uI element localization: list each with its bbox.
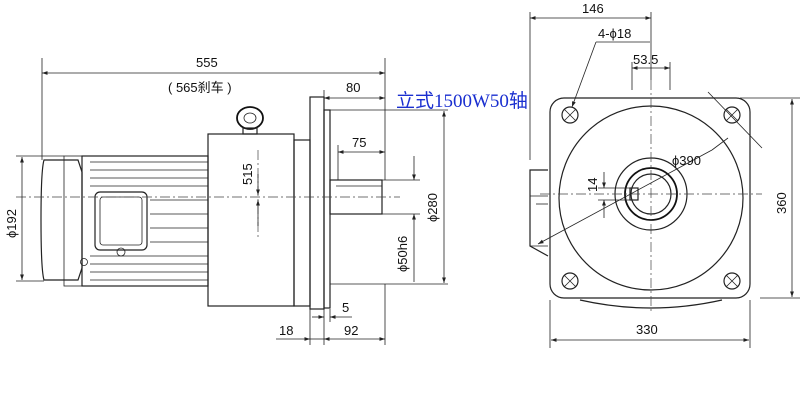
bolt-hole-icon [561,106,579,124]
fan-cover-ring [63,155,83,287]
end-view: ϕ390 146 4-ϕ18 53.5 14 360 330 [529,1,800,348]
side-view: 555 ( 565刹车 ) 80 75 515 ϕ192 ϕ280 ϕ50h6 [4,55,448,345]
flange [293,139,311,307]
bolt-hole-icon [561,272,579,290]
cooling-fins [90,161,208,281]
offset-label: 53.5 [633,52,658,67]
pcd-label: ϕ390 [672,153,701,168]
gearbox-housing [207,133,295,307]
flange-spigot [323,109,331,309]
height-label: 515 [240,163,255,185]
height-label-end: 360 [774,192,789,214]
model-note: 立式1500W50轴 [396,90,528,112]
terminal-box [94,191,148,251]
flange-offset-label: 80 [346,80,360,95]
rear-length-label: 92 [344,323,358,338]
holes-label: 4-ϕ18 [598,26,631,41]
screw-icon [116,247,126,257]
brake-length-label: ( 565刹车 ) [168,80,232,95]
shaft-length-label: 75 [352,135,366,150]
square-flange [549,97,751,299]
lifting-eye-icon [236,106,264,130]
key-width-label: 14 [585,178,600,192]
output-shaft [329,179,383,215]
spigot-label: 18 [279,323,293,338]
width-top-label: 146 [582,1,604,16]
bolt-hole-icon [723,272,741,290]
terminal-box-inner [99,196,143,246]
motor-body [81,155,209,287]
length-label: 555 [196,55,218,70]
motor-housing-profile [529,169,549,257]
screw-icon [80,258,88,266]
bolt-hole-icon [723,106,741,124]
shaft-fit-label: ϕ50h6 [395,236,410,272]
lifting-eye-base [242,127,258,135]
flange-plate [309,96,325,310]
lifting-eye-hole [243,112,257,124]
motor-diameter-label: ϕ192 [4,209,19,238]
width-bottom-label: 330 [636,322,658,337]
flange-diameter-label: ϕ280 [425,193,440,222]
fan-cover [40,159,83,281]
flange-thickness-label: 5 [342,300,349,315]
